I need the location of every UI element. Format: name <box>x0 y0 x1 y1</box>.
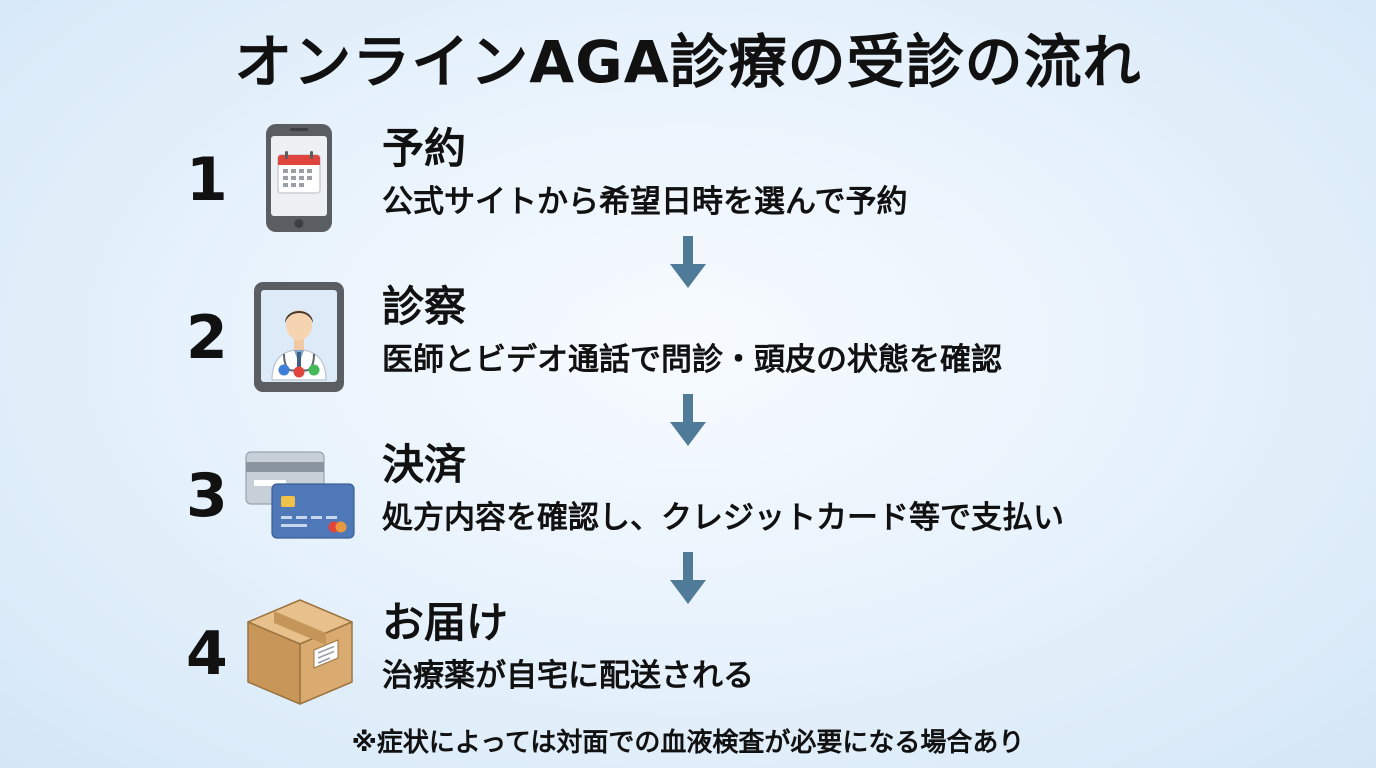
down-arrow-icon <box>668 394 708 448</box>
step-heading: 決済 <box>382 440 467 489</box>
step-description: 医師とビデオ通話で問診・頭皮の状態を確認 <box>382 342 1002 378</box>
step-4: 4 お届け 治療薬が自宅に配送される <box>0 596 1376 726</box>
step-heading: お届け <box>382 598 509 647</box>
smartphone-calendar-icon <box>244 122 356 234</box>
step-heading: 診察 <box>382 282 467 331</box>
down-arrow-icon <box>668 236 708 290</box>
credit-cards-icon <box>244 438 356 550</box>
cardboard-box-icon <box>244 596 356 708</box>
step-description: 処方内容を確認し、クレジットカード等で支払い <box>382 500 1064 536</box>
step-number: 4 <box>186 619 228 689</box>
step-1: 1 予約 <box>0 122 1376 252</box>
step-3: 3 決済 処方内容を確認し、クレジットカード等で支払い <box>0 438 1376 568</box>
down-arrow-icon <box>668 552 708 606</box>
footnote: ※症状によっては対面での血液検査が必要になる場合あり <box>351 728 1025 758</box>
step-heading: 予約 <box>382 124 467 173</box>
tablet-doctor-video-call-icon <box>244 280 356 392</box>
step-number: 3 <box>186 461 228 531</box>
step-number: 1 <box>186 145 228 215</box>
step-2: 2 診察 医師とビデオ通話で問診・頭皮の状態を確認 <box>0 280 1376 410</box>
step-number: 2 <box>186 303 228 373</box>
step-description: 治療薬が自宅に配送される <box>382 658 754 694</box>
page-title: オンラインAGA診療の受診の流れ <box>234 28 1142 96</box>
step-description: 公式サイトから希望日時を選んで予約 <box>382 184 908 220</box>
